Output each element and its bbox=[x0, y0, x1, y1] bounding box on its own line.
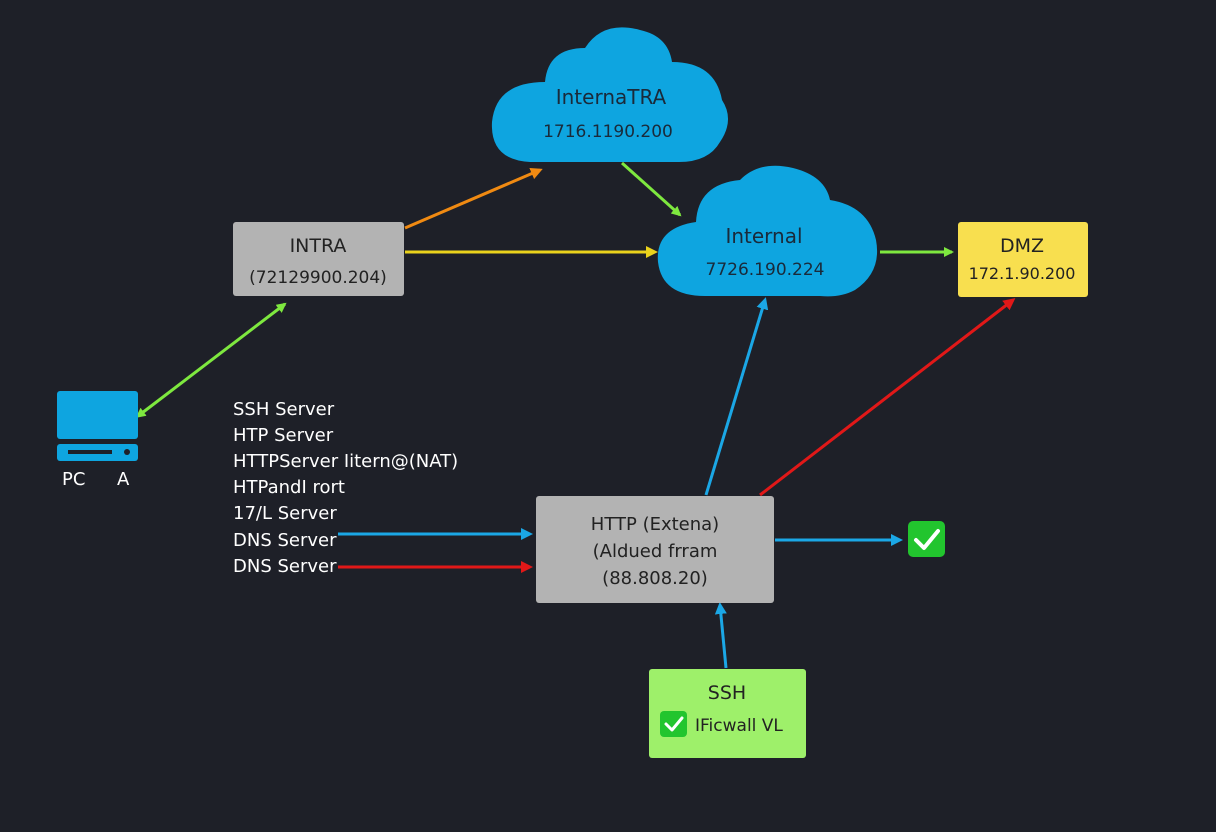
cloud-internal-name: Internal bbox=[725, 224, 802, 248]
pc-drive-slot bbox=[68, 450, 112, 454]
connectors bbox=[135, 161, 1016, 669]
intra-node: INTRA (72129900.204) bbox=[233, 222, 404, 296]
server-list-item: HTTPServer Iitern@(NAT) bbox=[233, 451, 458, 472]
server-list-item: 17/L Server bbox=[233, 503, 337, 524]
intra-box bbox=[233, 222, 404, 296]
ssh-box bbox=[649, 669, 806, 758]
pc-monitor-icon bbox=[57, 391, 138, 439]
dmz-name: DMZ bbox=[1000, 235, 1044, 257]
http-box bbox=[536, 496, 774, 603]
server-list-item: HTPandI rort bbox=[233, 477, 345, 498]
cloud-internal-ip: 7726.190.224 bbox=[706, 260, 825, 280]
arrow-http-to-dmz bbox=[759, 298, 1016, 497]
dmz-box bbox=[958, 222, 1088, 297]
http-node: HTTP (Extena) (Aldued frram (88.808.20) bbox=[536, 496, 774, 603]
cloud-top-name: InternaTRA bbox=[556, 85, 667, 109]
checkmark-icon bbox=[914, 529, 940, 550]
arrow-pc-intra-bidirectional bbox=[135, 302, 287, 418]
server-list: SSH Server HTP Server HTTPServer Iitern@… bbox=[233, 399, 458, 577]
ssh-check-box bbox=[660, 711, 687, 737]
pc-label-right: A bbox=[117, 469, 130, 490]
server-list-item: DNS Server bbox=[233, 530, 337, 551]
ssh-label: IFicwall VL bbox=[695, 716, 783, 736]
ssh-title: SSH bbox=[708, 682, 746, 704]
cloud-internal: Internal 7726.190.224 bbox=[657, 165, 878, 297]
cloud-shape-internal bbox=[657, 165, 878, 297]
check-badge bbox=[908, 521, 945, 557]
intra-name: INTRA bbox=[290, 235, 347, 257]
server-list-item: SSH Server bbox=[233, 399, 335, 420]
pc-power-led bbox=[124, 449, 130, 455]
cloud-shape-top bbox=[491, 27, 729, 163]
http-line1: HTTP (Extena) bbox=[591, 514, 719, 535]
arrow-top-cloud-to-internal bbox=[620, 161, 682, 217]
ssh-node: SSH IFicwall VL bbox=[649, 669, 806, 758]
arrow-http-to-internal bbox=[704, 297, 769, 496]
http-line2: (Aldued frram bbox=[593, 541, 718, 562]
pc-device: PC A bbox=[57, 391, 138, 490]
check-badge-box bbox=[908, 521, 945, 557]
cloud-internatra: InternaTRA 1716.1190.200 bbox=[491, 27, 729, 163]
intra-ip: (72129900.204) bbox=[249, 268, 387, 288]
dmz-node: DMZ 172.1.90.200 bbox=[958, 222, 1088, 297]
pc-label-left: PC bbox=[62, 469, 85, 490]
dmz-ip: 172.1.90.200 bbox=[969, 264, 1076, 283]
http-line3: (88.808.20) bbox=[602, 568, 708, 589]
arrow-ssh-to-http bbox=[714, 602, 728, 669]
checkmark-icon bbox=[664, 716, 684, 732]
server-list-item: HTP Server bbox=[233, 425, 334, 446]
cloud-top-ip: 1716.1190.200 bbox=[543, 122, 673, 142]
server-list-item: DNS Server bbox=[233, 556, 337, 577]
arrow-intra-to-top-cloud bbox=[404, 168, 543, 230]
